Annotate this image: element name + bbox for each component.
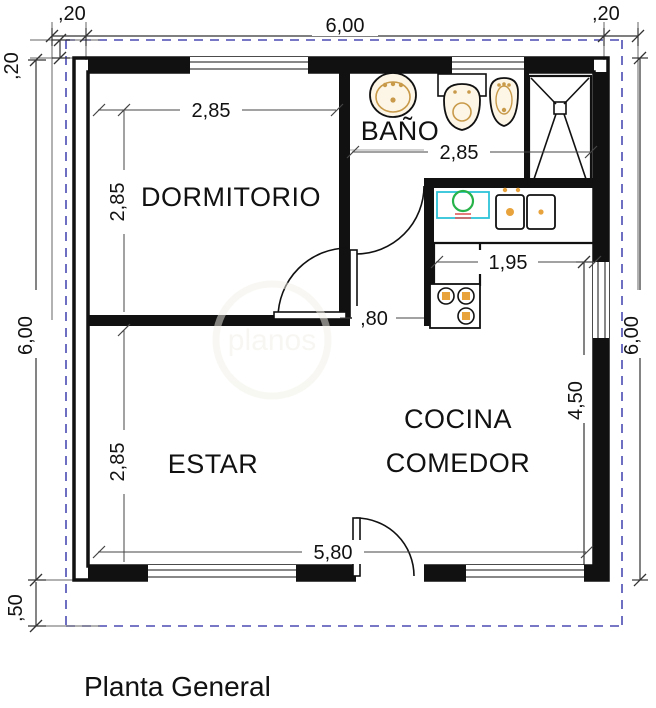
dim-left-overall: 6,00 — [15, 316, 37, 355]
stove-icon — [429, 283, 481, 329]
toilet-icon — [443, 83, 481, 131]
dim-left-wall-thickness: ,20 — [1, 52, 23, 80]
wall-bano-right — [524, 72, 529, 178]
door-dormitorio — [273, 247, 349, 320]
bottom-wall-openings — [88, 563, 608, 583]
room-label-bano: BAÑO — [361, 115, 440, 146]
kitchen-sink-icon — [436, 189, 490, 219]
drawing-title: Planta General — [84, 671, 271, 702]
dim-bano-width: 2,85 — [440, 142, 479, 164]
dim-right-overall: 6,00 — [621, 316, 643, 355]
room-label-comedor: COMEDOR — [386, 448, 531, 478]
dim-door-width: ,80 — [360, 308, 388, 330]
left-dimension-arrows — [29, 33, 67, 633]
dim-top-overall-label: 6,00 — [326, 15, 365, 37]
room-label-dormitorio: DORMITORIO — [141, 182, 321, 212]
dim-left-setback: ,50 — [5, 594, 27, 622]
wall-dormitorio-bano — [339, 72, 350, 250]
property-line-group — [65, 39, 623, 627]
counter-basins-icon — [495, 187, 556, 230]
watermark: planos — [212, 280, 332, 400]
shower-icon — [530, 77, 590, 183]
bathroom-sink-icon — [369, 72, 417, 118]
room-label-estar: ESTAR — [168, 449, 259, 479]
top-dimension-arrows — [45, 29, 645, 43]
wall-bano-bottom — [428, 178, 594, 188]
dim-top-left-wall: ,20 — [58, 3, 86, 25]
watermark-text: planos — [228, 324, 316, 357]
dim-top-right-wall: ,20 — [592, 3, 620, 25]
top-wall-openings — [88, 57, 594, 74]
dim-estar-width: 5,80 — [314, 542, 353, 564]
right-wall-opening — [593, 72, 609, 566]
shower-enclosure — [527, 74, 593, 186]
dim-dormitorio-width: 2,85 — [192, 100, 231, 122]
dim-dormitorio-height: 2,85 — [107, 183, 129, 222]
door-bano — [349, 185, 425, 319]
wall-hall-kitchen — [424, 178, 434, 326]
bidet-icon — [489, 77, 519, 127]
interior-dimension-arrows — [92, 103, 602, 559]
dim-right-partial: 4,50 — [565, 381, 587, 420]
dim-estar-height: 2,85 — [107, 443, 129, 482]
room-label-cocina: COCINA — [404, 404, 512, 434]
dim-cocina-width: 1,95 — [489, 252, 528, 274]
wall-hall-vertical — [339, 250, 350, 320]
